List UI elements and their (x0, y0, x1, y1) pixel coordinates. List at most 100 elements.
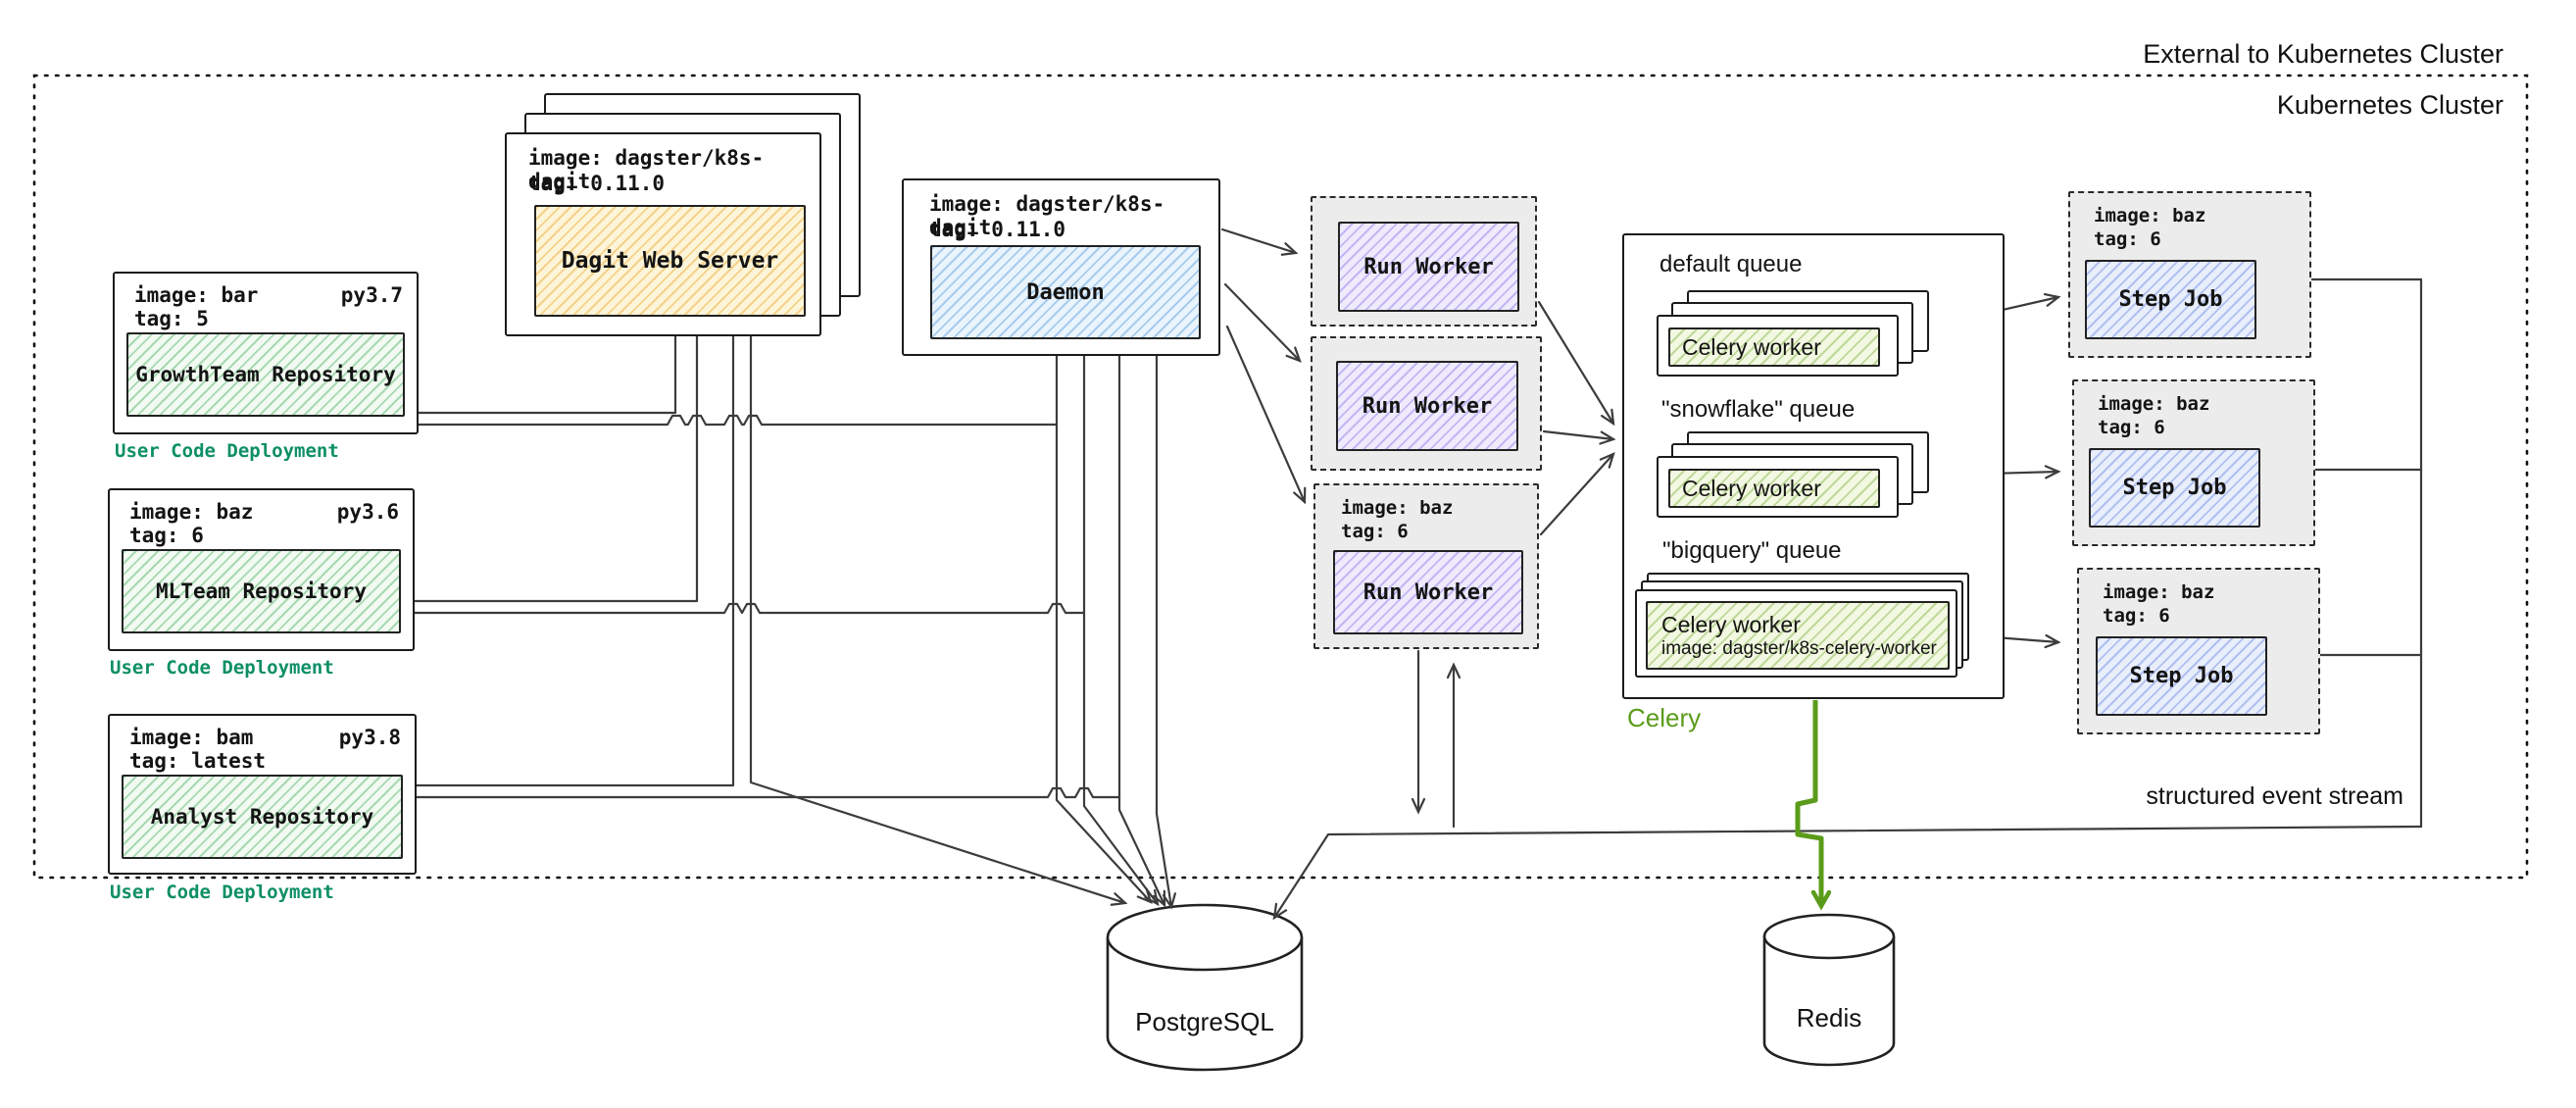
stack-layer: Celery worker (1657, 456, 1899, 518)
python-version-label: py3.6 (336, 500, 399, 524)
arrow-daemon-runworker-2 (1223, 282, 1302, 363)
run-worker-pod-2: Run Worker (1311, 336, 1542, 471)
snowflake-queue-label: "snowflake" queue (1661, 396, 1856, 423)
image-label: image: dagster/k8s-dagit (929, 192, 1165, 239)
run-worker-box-3: Run Worker (1333, 550, 1523, 634)
step-job-label: Step Job (2122, 476, 2227, 500)
image-label: image: bar (134, 283, 259, 307)
tag-label: tag: 6 (2098, 417, 2165, 438)
kubernetes-cluster-label: Kubernetes Cluster (2276, 90, 2503, 120)
tag-label: tag: 5 (134, 307, 209, 330)
stack-layer: Celery worker (1657, 315, 1899, 377)
celery-worker-label: Celery worker (1682, 476, 1821, 501)
celery-worker-stack-default: Celery worker (1657, 290, 1931, 378)
image-label: image: baz (1341, 497, 1454, 519)
image-label: image: baz (129, 500, 254, 524)
celery-worker-stack-snowflake: Celery worker (1657, 431, 1931, 520)
tag-label: tag: 6 (129, 524, 204, 547)
celery-worker-box-default: Celery worker (1668, 327, 1880, 367)
tag-label: tag: latest (129, 749, 267, 773)
tag-label: tag: 0.11.0 (528, 172, 666, 195)
default-queue-label: default queue (1660, 251, 1803, 277)
user-code-deployment-analyst: image: bam py3.8 tag: latest Analyst Rep… (108, 714, 417, 875)
run-worker-box-2: Run Worker (1336, 361, 1518, 451)
daemon-container: image: dagster/k8s-dagit tag: 0.11.0 Dae… (902, 178, 1220, 356)
user-code-deployment-growthteam: image: bar py3.7 tag: 5 GrowthTeam Repos… (113, 272, 419, 434)
repository-label: Analyst Repository (150, 805, 374, 829)
redis-label: Redis (1796, 1003, 1862, 1032)
tag-label: tag: 6 (1341, 521, 1409, 542)
wire-repo2-dagit (413, 334, 699, 603)
arrow-stream-postgres (1272, 825, 2423, 921)
celery-caption: Celery (1627, 703, 1702, 732)
celery-worker-box-snowflake: Celery worker (1668, 469, 1880, 508)
step-job-pod-3: image: baz tag: 6 Step Job (2077, 568, 2320, 734)
arrow-runworker1-celery (1537, 300, 1615, 427)
step-job-box-1: Step Job (2085, 260, 2256, 339)
image-label: image: baz (2098, 393, 2210, 415)
arrow-runworker2-celery (1542, 429, 1616, 445)
arrow-runworker3-celery (1539, 452, 1615, 536)
celery-worker-image-label: image: dagster/k8s-celery-worker (1661, 637, 1937, 659)
run-worker-pod-1: Run Worker (1311, 196, 1537, 327)
dagit-web-server-stack: image: dagster/k8s-dagit tag: 0.11.0 Dag… (505, 93, 861, 336)
dagit-stack-layer-front: image: dagster/k8s-dagit tag: 0.11.0 Dag… (505, 132, 821, 336)
bigquery-queue-label: "bigquery" queue (1662, 537, 1842, 564)
arrow-celery-redis (1795, 700, 1821, 906)
step-job-label: Step Job (2118, 287, 2223, 312)
wire-repo1-dagit (417, 334, 677, 415)
wire-daemon-postgres-4 (1155, 354, 1176, 910)
image-label: image: baz (2094, 205, 2206, 227)
user-code-deployment-caption-2: User Code Deployment (110, 657, 334, 679)
structured-event-stream-label: structured event stream (2146, 782, 2403, 810)
daemon-label: Daemon (1026, 279, 1105, 305)
daemon-box: Daemon (930, 245, 1201, 339)
user-code-deployment-caption-1: User Code Deployment (115, 440, 339, 462)
mlteam-repository-box: MLTeam Repository (122, 549, 401, 633)
stack-layer: Celery worker image: dagster/k8s-celery-… (1635, 589, 1957, 678)
celery-worker-box-bigquery: Celery worker image: dagster/k8s-celery-… (1646, 601, 1950, 670)
growthteam-repository-box: GrowthTeam Repository (126, 332, 405, 417)
postgresql-label: PostgreSQL (1135, 1007, 1274, 1036)
wire-repo3-dagit (415, 334, 735, 787)
arrow-daemon-runworker-1 (1220, 227, 1299, 256)
wire-daemon-postgres-1 (1055, 354, 1153, 904)
tag-label: tag: 6 (2094, 228, 2161, 250)
step-job-pod-1: image: baz tag: 6 Step Job (2068, 191, 2311, 358)
image-label: image: bam (129, 726, 254, 749)
run-worker-pod-3: image: baz tag: 6 Run Worker (1313, 483, 1539, 649)
run-worker-box-1: Run Worker (1338, 222, 1519, 312)
celery-worker-stack-bigquery: Celery worker image: dagster/k8s-celery-… (1635, 573, 1973, 680)
wire-repo3-daemon (415, 786, 1121, 799)
arrow-daemon-runworker-3 (1225, 325, 1307, 505)
celery-worker-label: Celery worker (1661, 611, 1801, 637)
wire-dagit-postgres (749, 334, 1128, 906)
cluster-boundary (32, 74, 2529, 880)
user-code-deployment-caption-3: User Code Deployment (110, 881, 334, 903)
run-worker-label: Run Worker (1362, 393, 1493, 419)
external-cluster-label: External to Kubernetes Cluster (2143, 39, 2503, 69)
step-job-box-2: Step Job (2089, 448, 2260, 528)
redis-cylinder (1762, 913, 1896, 1067)
tag-label: tag: 6 (2103, 605, 2170, 627)
postgresql-cylinder (1106, 903, 1304, 1072)
analyst-repository-box: Analyst Repository (122, 775, 403, 859)
dagit-label: Dagit Web Server (561, 248, 779, 274)
step-job-box-3: Step Job (2096, 636, 2267, 716)
python-version-label: py3.7 (340, 283, 403, 307)
run-worker-label: Run Worker (1363, 254, 1494, 279)
user-code-deployment-mlteam: image: baz py3.6 tag: 6 MLTeam Repositor… (108, 488, 415, 651)
repository-label: GrowthTeam Repository (135, 363, 396, 386)
celery-worker-label: Celery worker (1682, 334, 1821, 360)
python-version-label: py3.8 (338, 726, 401, 749)
image-label: image: baz (2103, 581, 2215, 603)
repository-label: MLTeam Repository (156, 579, 367, 603)
image-label: image: dagster/k8s-dagit (528, 146, 765, 193)
wire-repo2-daemon (413, 602, 1086, 615)
step-job-label: Step Job (2129, 664, 2234, 688)
wire-daemon-postgres-3 (1117, 354, 1166, 908)
run-worker-label: Run Worker (1362, 579, 1494, 605)
wire-daemon-postgres-2 (1082, 354, 1160, 907)
